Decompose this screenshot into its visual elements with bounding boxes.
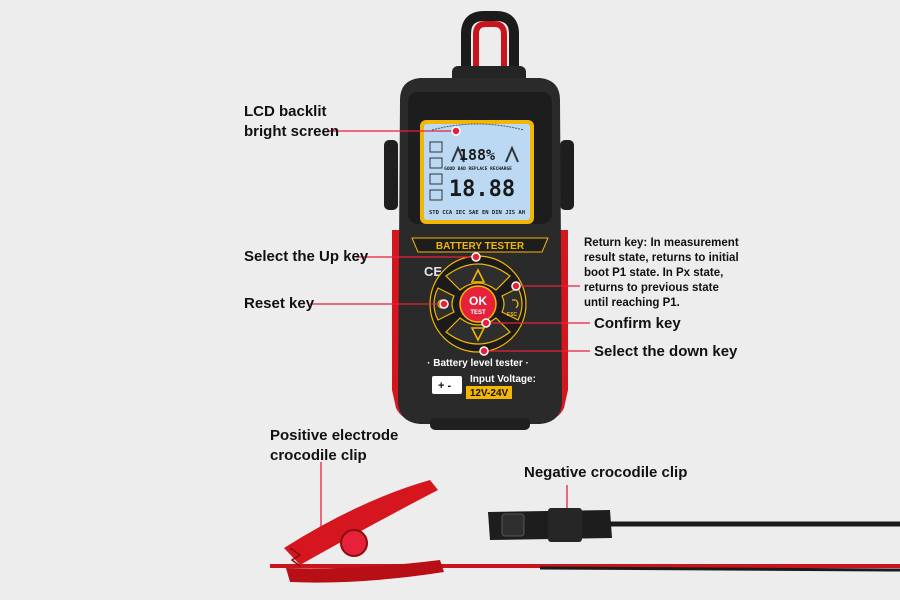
top-cable <box>461 11 519 78</box>
return-arrow-icon <box>512 299 519 309</box>
ok-test-button[interactable]: OK TEST <box>459 285 497 323</box>
callout-positive-line1: Positive electrode <box>270 427 399 444</box>
callout-up-key: Select the Up key <box>244 248 369 265</box>
callout-positive-line2: crocodile clip <box>270 447 367 464</box>
return-key[interactable]: ESC <box>501 287 523 321</box>
callout-lcd-line2: bright screen <box>244 123 340 140</box>
lcd-status-row: GOOD BAD REPLACE RECHARGE <box>444 166 512 172</box>
callout-lcd-line1: LCD backlit <box>244 103 327 120</box>
callout-positive-clip: Positive electrode crocodile clip <box>270 426 398 466</box>
callout-confirm-key: Confirm key <box>594 315 681 332</box>
svg-text:+ ‑: + ‑ <box>438 380 451 392</box>
lcd-standards-row: STD CCA IEC SAE EN DIN JIS AH <box>429 210 525 216</box>
lcd-percent-readout: 188% <box>459 146 495 164</box>
callout-lines <box>310 130 590 540</box>
voltage-range: 12V-24V <box>470 388 509 399</box>
battery-icon <box>432 376 462 394</box>
callout-down-key: Select the down key <box>594 343 738 360</box>
up-key[interactable] <box>445 263 511 291</box>
callout-lcd: LCD backlit bright screen <box>244 102 339 142</box>
callout-return-line: boot P1 state. In Px state, <box>584 267 724 279</box>
device-description: · Battery level tester · <box>427 358 529 369</box>
negative-crocodile-clip <box>488 508 900 572</box>
ce-mark: CE <box>424 264 442 279</box>
callout-negative-clip: Negative crocodile clip <box>524 464 688 481</box>
down-key[interactable] <box>445 317 511 345</box>
banner-title: BATTERY TESTER <box>436 241 525 252</box>
callout-return-line: until reaching P1. <box>584 297 680 309</box>
input-voltage-label: Input Voltage: <box>470 374 536 385</box>
tester-device: 188% GOOD BAD REPLACE RECHARGE 18.88 STD… <box>384 66 574 430</box>
down-arrow-icon <box>470 327 486 342</box>
ok-label: OK <box>469 294 487 308</box>
test-label: TEST <box>470 310 486 316</box>
callout-return-key: Return key: In measurement result state,… <box>584 236 739 311</box>
lcd-main-readout: 18.88 <box>449 177 515 202</box>
callout-return-line: returns to previous state <box>584 282 719 294</box>
up-arrow-icon <box>470 268 486 283</box>
esc-label: ESC <box>507 312 518 318</box>
callout-return-line: result state, returns to initial <box>584 252 739 264</box>
callout-reset-key: Reset key <box>244 295 315 312</box>
lcd-screen: 188% GOOD BAD REPLACE RECHARGE 18.88 STD… <box>429 123 525 216</box>
positive-crocodile-clip <box>270 480 900 583</box>
callout-return-line: Return key: In measurement <box>584 237 739 249</box>
